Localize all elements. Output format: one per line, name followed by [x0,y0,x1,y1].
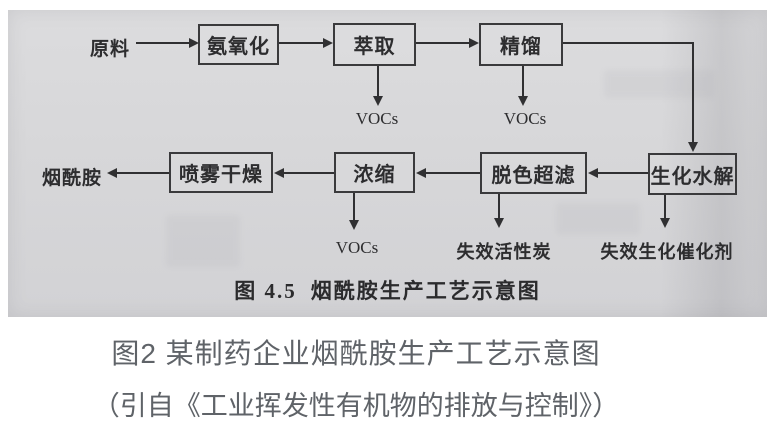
arrow-line-ultrafiltration-to-concentration [425,172,480,174]
bleedthrough-mark [556,203,640,235]
flow-input-label: 原料 [90,39,131,60]
process-box-concentration: 浓缩 [334,152,415,193]
scan-caption-number: 图 4.5 [234,279,297,303]
arrow-line-ammoxidation-to-extraction [279,42,324,44]
flow-product-label: 烟酰胺 [42,168,103,189]
arrow-line-spray-drying-to-product [116,172,169,174]
arrow-line-concentration-to-spray-drying [283,172,334,174]
arrow-line-ultrafiltration-waste [498,194,500,219]
arrow-line-input-to-ammoxidation [136,42,190,44]
process-box-label: 喷雾干燥 [179,164,263,186]
arrowhead-down-icon [349,220,359,230]
figure-caption: 图2 某制药企业烟酰胺生产工艺示意图 [111,338,601,369]
process-box-biochemical-hydrolysis: 生化水解 [648,153,737,195]
arrow-line-concentration-voc [353,193,355,221]
arrow-line-hydrolysis-waste [664,195,666,219]
arrow-line-hydrolysis-to-ultrafiltration [597,172,648,174]
arrowhead-down-icon [494,218,504,228]
arrowhead-down-icon [688,142,698,152]
bleedthrough-mark [166,215,240,267]
arrowhead-left-icon [416,168,426,178]
arrow-line-distillation-voc [522,66,524,97]
arrowhead-down-icon [660,218,670,228]
process-box-label: 氨氧化 [207,36,270,58]
process-box-decolorization-ultrafiltration: 脱色超滤 [480,152,587,194]
process-box-label: 萃取 [353,36,396,58]
arrow-line-distillation-elbow-vertical [692,42,694,143]
arrow-line-extraction-to-distillation [416,42,469,44]
emission-label-distillation-voc: VOCs [503,109,547,128]
arrowhead-right-icon [323,38,333,48]
bottom-captions: 图2 某制药企业烟酰胺生产工艺示意图 （引自《工业挥发性有机物的排放与控制》） [0,330,712,424]
process-box-label: 生化水解 [650,165,735,188]
figure-source-citation: （引自《工业挥发性有机物的排放与控制》） [92,391,620,421]
emission-label-concentration-voc: VOCs [335,238,379,257]
arrowhead-right-icon [469,38,479,48]
process-box-distillation: 精馏 [479,23,563,66]
process-box-spray-drying: 喷雾干燥 [169,152,273,193]
process-box-extraction: 萃取 [333,23,416,66]
scan-caption: 图 4.5 烟酰胺生产工艺示意图 [8,275,767,305]
emission-label-extraction-voc: VOCs [355,109,399,128]
waste-label-spent-activated-carbon: 失效活性炭 [456,242,552,262]
process-box-label: 精馏 [500,36,542,58]
process-box-label: 浓缩 [353,164,396,186]
arrowhead-left-icon [588,168,598,178]
process-box-ammoxidation: 氨氧化 [198,24,279,65]
process-box-label: 脱色超滤 [491,164,576,187]
arrowhead-down-icon [373,96,383,106]
arrowhead-right-icon [189,38,199,48]
arrowhead-down-icon [518,96,528,106]
scanned-figure: 原料 烟酰胺 氨氧化 萃取 精馏 生化水解 脱色超滤 浓缩 喷雾干燥 [8,10,767,317]
scan-caption-title: 烟酰胺生产工艺示意图 [310,279,541,303]
waste-label-spent-biocatalyst: 失效生化催化剂 [600,242,734,262]
arrow-line-distillation-elbow-horizontal [563,42,694,44]
arrow-line-extraction-voc [377,66,379,97]
arrowhead-left-icon [274,168,284,178]
bleedthrough-mark [604,70,714,98]
arrowhead-left-icon [107,168,117,178]
